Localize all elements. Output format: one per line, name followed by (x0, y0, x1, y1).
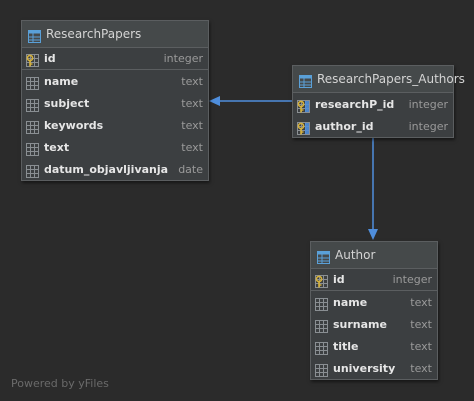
table-icon (28, 28, 41, 43)
column-icon (26, 141, 39, 156)
column-type: integer (163, 52, 203, 65)
arrowhead-research-papers (209, 96, 220, 106)
column-icon (315, 340, 328, 355)
column-name: surname (333, 317, 387, 331)
table-header[interactable]: ResearchPapers_Authors (293, 66, 465, 93)
column-type: text (410, 295, 432, 309)
column-name: text (44, 140, 70, 154)
column-icon (315, 318, 328, 333)
column-icon (315, 296, 328, 311)
primary-key-icon (26, 52, 39, 67)
column-icon (26, 163, 39, 178)
column-type: text (410, 339, 432, 353)
table-research-papers[interactable]: ResearchPapers id integer name text subject t… (21, 20, 209, 181)
column-name: title (333, 339, 359, 353)
powered-by-footer: Powered by yFiles (11, 377, 109, 390)
column-icon (26, 97, 39, 112)
column-row[interactable]: name text (311, 291, 437, 313)
column-row[interactable]: keywords text (22, 114, 208, 136)
table-title: ResearchPapers_Authors (317, 72, 465, 86)
column-icon (26, 119, 39, 134)
column-name: keywords (44, 118, 104, 132)
table-icon (317, 249, 330, 264)
column-row[interactable]: university text (311, 357, 437, 379)
column-name: datum_objavljivanja (44, 162, 169, 176)
column-type: text (410, 317, 432, 331)
column-row[interactable]: researchP_id integer (293, 93, 453, 115)
arrowhead-author (368, 229, 378, 240)
column-name: id (44, 52, 56, 65)
column-name: researchP_id (315, 97, 395, 111)
column-row[interactable]: surname text (311, 313, 437, 335)
column-type: text (181, 96, 203, 110)
primary-key-icon (315, 273, 328, 288)
column-type: text (181, 140, 203, 154)
column-row[interactable]: id integer (311, 269, 437, 291)
column-row[interactable]: title text (311, 335, 437, 357)
column-type: integer (408, 97, 448, 111)
table-header[interactable]: Author (311, 242, 437, 269)
column-type: text (410, 361, 432, 375)
column-icon (26, 75, 39, 90)
foreign-key-icon (297, 98, 310, 113)
column-name: name (333, 295, 368, 309)
table-title: ResearchPapers (46, 27, 142, 41)
column-type: integer (392, 273, 432, 286)
column-name: author_id (315, 119, 374, 133)
column-type: text (181, 118, 203, 132)
column-type: date (178, 162, 203, 176)
column-row[interactable]: author_id integer (293, 115, 453, 137)
column-icon (315, 362, 328, 377)
column-type: integer (408, 119, 448, 133)
column-name: university (333, 361, 396, 375)
table-title: Author (335, 248, 376, 262)
table-header[interactable]: ResearchPapers (22, 21, 208, 48)
column-row[interactable]: id integer (22, 48, 208, 70)
column-row[interactable]: subject text (22, 92, 208, 114)
column-row[interactable]: text text (22, 136, 208, 158)
column-name: id (333, 273, 345, 286)
column-name: subject (44, 96, 90, 110)
column-row[interactable]: name text (22, 70, 208, 92)
column-type: text (181, 74, 203, 88)
column-row[interactable]: datum_objavljivanja date (22, 158, 208, 180)
table-icon (299, 73, 312, 88)
column-name: name (44, 74, 79, 88)
foreign-key-icon (297, 120, 310, 135)
